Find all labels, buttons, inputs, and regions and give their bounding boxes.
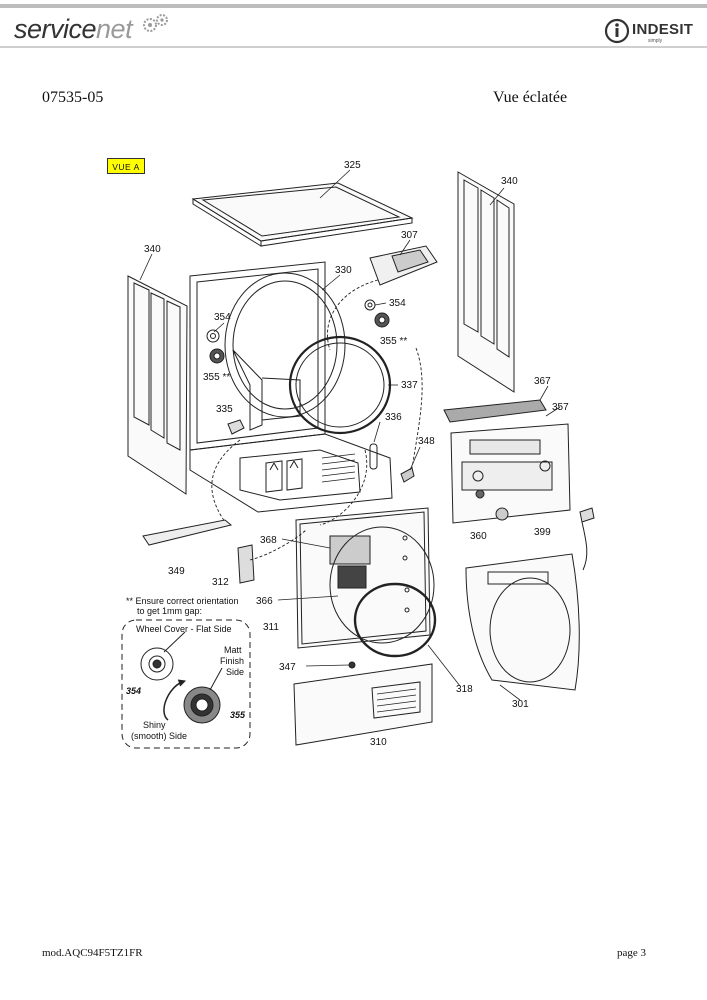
header-bottom-rule bbox=[0, 46, 707, 48]
footer-model: mod.AQC94F5TZ1FR bbox=[42, 947, 143, 959]
label-307: 307 bbox=[401, 230, 418, 241]
label-399: 399 bbox=[534, 527, 551, 538]
document-code: 07535-05 bbox=[42, 89, 104, 106]
label-301: 301 bbox=[512, 699, 529, 710]
control-board-part bbox=[450, 423, 571, 524]
label-348: 348 bbox=[418, 436, 435, 447]
filter-part bbox=[369, 245, 438, 286]
shiny-label-2: (smooth) Side bbox=[131, 731, 187, 741]
view-title: Vue éclatée bbox=[493, 89, 568, 106]
label-310: 310 bbox=[370, 737, 387, 748]
brand-name: INDESIT bbox=[632, 21, 694, 38]
front-door-part bbox=[465, 553, 580, 691]
wheel-354-left bbox=[206, 329, 220, 343]
part-348 bbox=[400, 467, 415, 483]
wheel-354-right bbox=[364, 299, 376, 311]
wheel-cover-label: Wheel Cover - Flat Side bbox=[136, 624, 232, 634]
label-335: 335 bbox=[216, 404, 233, 415]
label-357: 357 bbox=[552, 402, 569, 413]
label-312: 312 bbox=[212, 577, 229, 588]
top-cover-part bbox=[191, 182, 414, 247]
right-side-panel-part bbox=[457, 171, 515, 393]
label-311: 311 bbox=[263, 622, 279, 633]
door-seal-part bbox=[353, 582, 437, 658]
door-ring-part bbox=[329, 526, 435, 644]
servicenet-logo: servicenet bbox=[14, 14, 133, 44]
label-349: 349 bbox=[168, 566, 185, 577]
label-336: 336 bbox=[385, 412, 402, 423]
label-325: 325 bbox=[344, 160, 361, 171]
detail-wheel-354 bbox=[140, 647, 174, 681]
label-347: 347 bbox=[279, 662, 296, 673]
label-337: 337 bbox=[401, 380, 418, 391]
indesit-logo-icon bbox=[604, 18, 630, 44]
label-355-right: 355 ** bbox=[380, 336, 407, 347]
knob-part bbox=[495, 507, 509, 521]
matt-label-1: Matt bbox=[224, 645, 242, 655]
kick-plate-part bbox=[293, 663, 433, 746]
header: servicenet INDESIT simply bbox=[0, 0, 707, 52]
matt-label-2: Finish bbox=[220, 656, 244, 666]
label-360: 360 bbox=[470, 531, 487, 542]
orientation-note-line2: to get 1mm gap: bbox=[137, 606, 202, 616]
label-340-left: 340 bbox=[144, 244, 161, 255]
front-panel-part bbox=[295, 507, 431, 649]
drum-rear-ring-part bbox=[224, 272, 346, 431]
label-318: 318 bbox=[456, 684, 473, 695]
footer-page-number: page 3 bbox=[617, 947, 647, 959]
orientation-note-line1: ** Ensure correct orientation bbox=[126, 596, 239, 606]
label-354-right: 354 bbox=[389, 298, 406, 309]
label-340-right: 340 bbox=[501, 176, 518, 187]
label-366: 366 bbox=[256, 596, 273, 607]
part-312 bbox=[237, 544, 255, 584]
detail-num-354: 354 bbox=[126, 686, 141, 696]
label-368: 368 bbox=[260, 535, 277, 546]
label-355-left: 355 ** bbox=[203, 372, 230, 383]
brand-tagline: simply bbox=[648, 38, 663, 44]
header-top-rule bbox=[0, 4, 707, 8]
view-badge: VUE A bbox=[107, 158, 145, 174]
left-side-panel-part bbox=[127, 275, 188, 495]
part-399 bbox=[579, 507, 595, 523]
gears-icon bbox=[143, 14, 168, 32]
part-367 bbox=[443, 399, 547, 423]
shiny-label-1: Shiny bbox=[143, 720, 166, 730]
label-330: 330 bbox=[335, 265, 352, 276]
detail-num-355: 355 bbox=[230, 710, 246, 720]
gasket-inner bbox=[295, 342, 385, 428]
part-335 bbox=[227, 419, 245, 435]
strip-part bbox=[142, 519, 233, 546]
label-354-left: 354 bbox=[214, 312, 231, 323]
detail-box bbox=[121, 619, 251, 749]
part-336 bbox=[369, 443, 378, 470]
label-367: 367 bbox=[534, 376, 551, 387]
gasket-part bbox=[288, 335, 392, 435]
matt-label-3: Side bbox=[226, 667, 244, 677]
screw-part bbox=[348, 661, 356, 669]
